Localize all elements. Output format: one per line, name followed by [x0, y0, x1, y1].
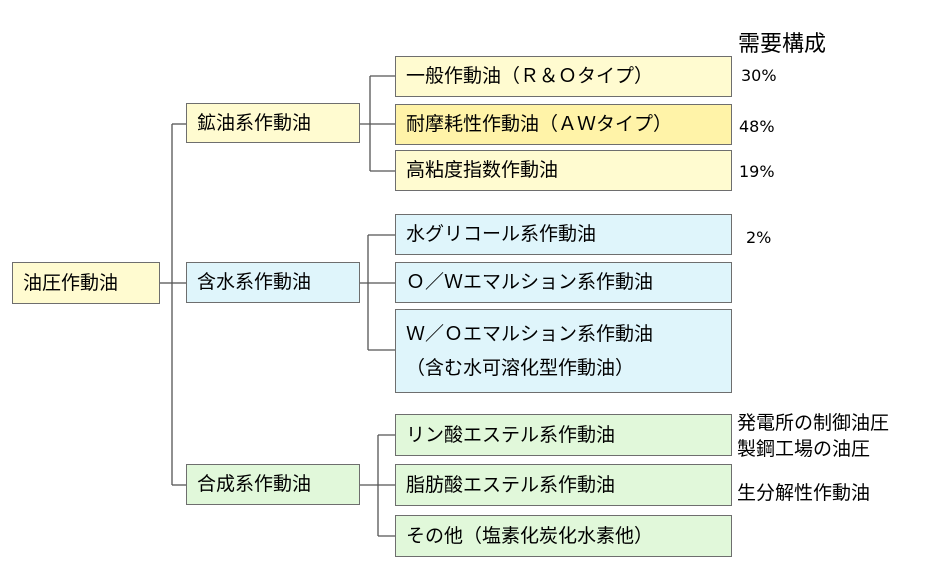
item-high-vi-oil: 高粘度指数作動油	[395, 150, 732, 191]
item-phosphate-ester: リン酸エステル系作動油	[395, 414, 732, 456]
item-wo-emulsion-sublabel: （含む水可溶化型作動油）	[406, 357, 635, 379]
item-water-glycol-label: 水グリコール系作動油	[406, 223, 597, 245]
group-mineral-label: 鉱油系作動油	[197, 111, 312, 134]
item-general-oil-label: 一般作動油（Ｒ＆Ｏタイプ）	[406, 65, 654, 87]
item-fatty-acid-ester: 脂肪酸エステル系作動油	[395, 464, 732, 506]
item-ow-emulsion-label: Ｏ／Ｗエマルション系作動油	[406, 271, 654, 293]
item-high-vi-oil-label: 高粘度指数作動油	[406, 159, 559, 181]
group-water-label: 含水系作動油	[197, 271, 312, 293]
item-water-glycol: 水グリコール系作動油	[395, 214, 732, 255]
group-mineral-oil: 鉱油系作動油	[186, 103, 360, 143]
group-synthetic: 合成系作動油	[186, 464, 360, 505]
item-antiwear-oil: 耐摩耗性作動油（ＡＷタイプ）	[395, 104, 732, 145]
item-general-oil: 一般作動油（Ｒ＆Ｏタイプ）	[395, 56, 732, 97]
root-node: 油圧作動油	[12, 262, 160, 304]
item-wo-emulsion-label: Ｗ／Ｏエマルション系作動油	[406, 322, 654, 345]
group-water-containing: 含水系作動油	[186, 262, 360, 303]
share-antiwear-oil: 48%	[739, 117, 775, 136]
root-label: 油圧作動油	[23, 271, 119, 294]
note-biodegradable: 生分解性作動油	[737, 482, 871, 504]
note-power-plant: 発電所の制御油圧	[737, 412, 890, 434]
group-synthetic-label: 合成系作動油	[197, 473, 312, 495]
note-phosphate-ester: 発電所の制御油圧 製鋼工場の油圧	[737, 411, 889, 462]
item-other-synthetic: その他（塩素化炭化水素他）	[395, 515, 732, 557]
share-general-oil: 30%	[741, 66, 777, 85]
share-water-glycol: 2%	[746, 228, 772, 247]
share-high-vi-oil: 19%	[739, 162, 775, 181]
item-wo-emulsion: Ｗ／Ｏエマルション系作動油 （含む水可溶化型作動油）	[395, 309, 732, 393]
note-steel-works: 製鋼工場の油圧	[737, 437, 871, 460]
item-ow-emulsion: Ｏ／Ｗエマルション系作動油	[395, 262, 732, 303]
item-phosphate-ester-label: リン酸エステル系作動油	[406, 423, 616, 446]
item-fatty-acid-ester-label: 脂肪酸エステル系作動油	[406, 473, 616, 496]
item-other-synthetic-label: その他（塩素化炭化水素他）	[406, 524, 654, 547]
demand-composition-header: 需要構成	[738, 32, 827, 57]
item-antiwear-oil-label: 耐摩耗性作動油（ＡＷタイプ）	[406, 113, 673, 135]
